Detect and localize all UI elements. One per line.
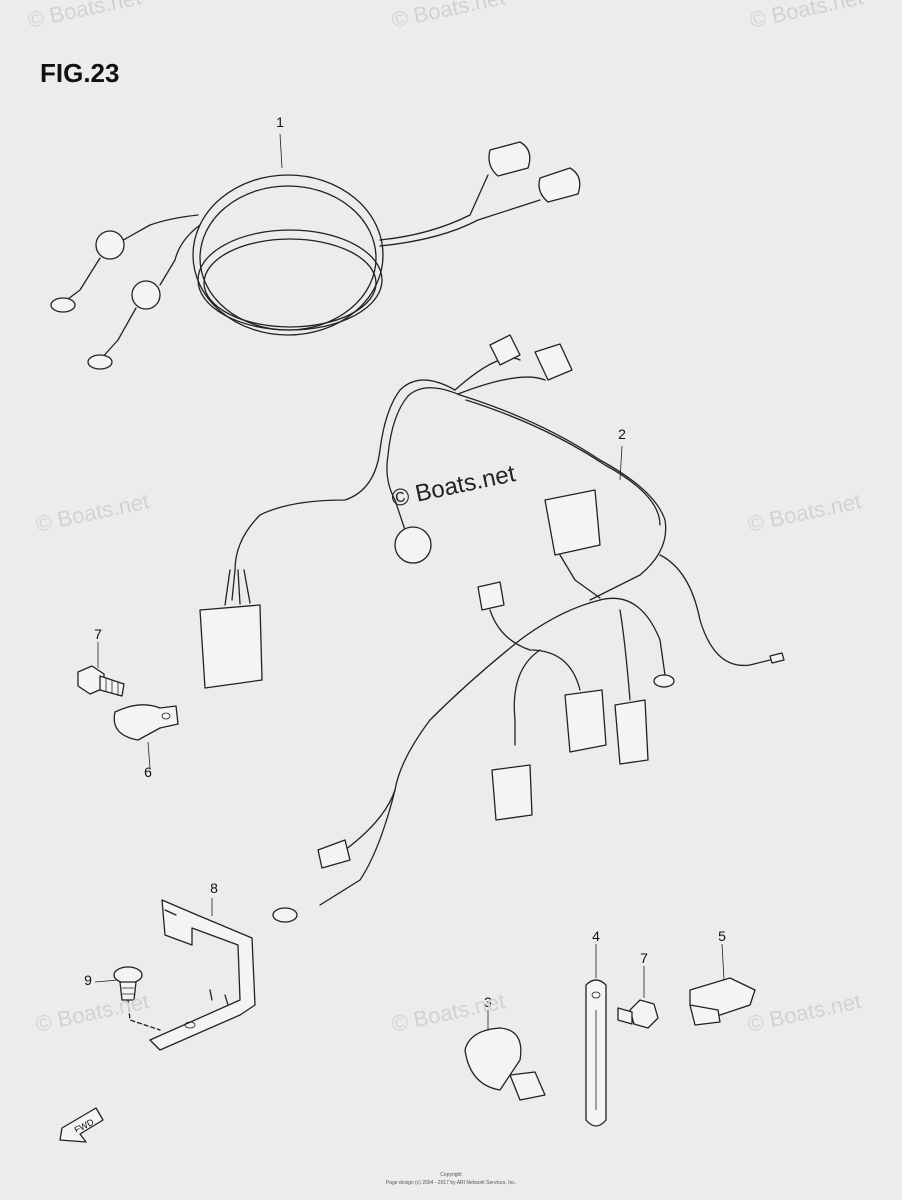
figure-title: FIG.23 <box>40 58 120 88</box>
callout-2[interactable]: 2 <box>618 426 626 442</box>
part-8-bracket[interactable] <box>149 899 256 1051</box>
callout-5[interactable]: 5 <box>718 928 726 944</box>
fwd-label-wrap: FWD <box>73 1116 96 1132</box>
callout-7-lower[interactable]: 7 <box>640 950 648 966</box>
fwd-label: FWD <box>73 1116 96 1132</box>
footer-copyright: Copyright <box>440 1172 462 1178</box>
callout-6[interactable]: 6 <box>144 764 152 780</box>
callout-1[interactable]: 1 <box>276 114 284 130</box>
part-4-band[interactable] <box>585 979 607 1127</box>
part-9-screw[interactable] <box>113 966 161 1031</box>
leader-lines <box>94 133 725 1030</box>
part-3-clip[interactable] <box>464 1027 546 1101</box>
callout-4[interactable]: 4 <box>592 928 600 944</box>
part-6-clamp[interactable] <box>113 704 179 741</box>
fwd-arrow-icon <box>59 1107 104 1143</box>
footer-design: Page design (c) 2004 - 2017 by ARI Netwo… <box>385 1180 517 1186</box>
callout-3[interactable]: 3 <box>484 994 492 1010</box>
part-7-bolt-upper[interactable] <box>77 665 125 697</box>
callout-8[interactable]: 8 <box>210 880 218 896</box>
part-7-bolt-lower[interactable] <box>617 999 659 1029</box>
callout-7-upper[interactable]: 7 <box>94 626 102 642</box>
callout-9[interactable]: 9 <box>84 972 92 988</box>
part-1-cable-harness[interactable] <box>50 141 581 370</box>
part-5-holder[interactable] <box>689 977 756 1026</box>
part-2-main-harness[interactable] <box>199 334 785 923</box>
